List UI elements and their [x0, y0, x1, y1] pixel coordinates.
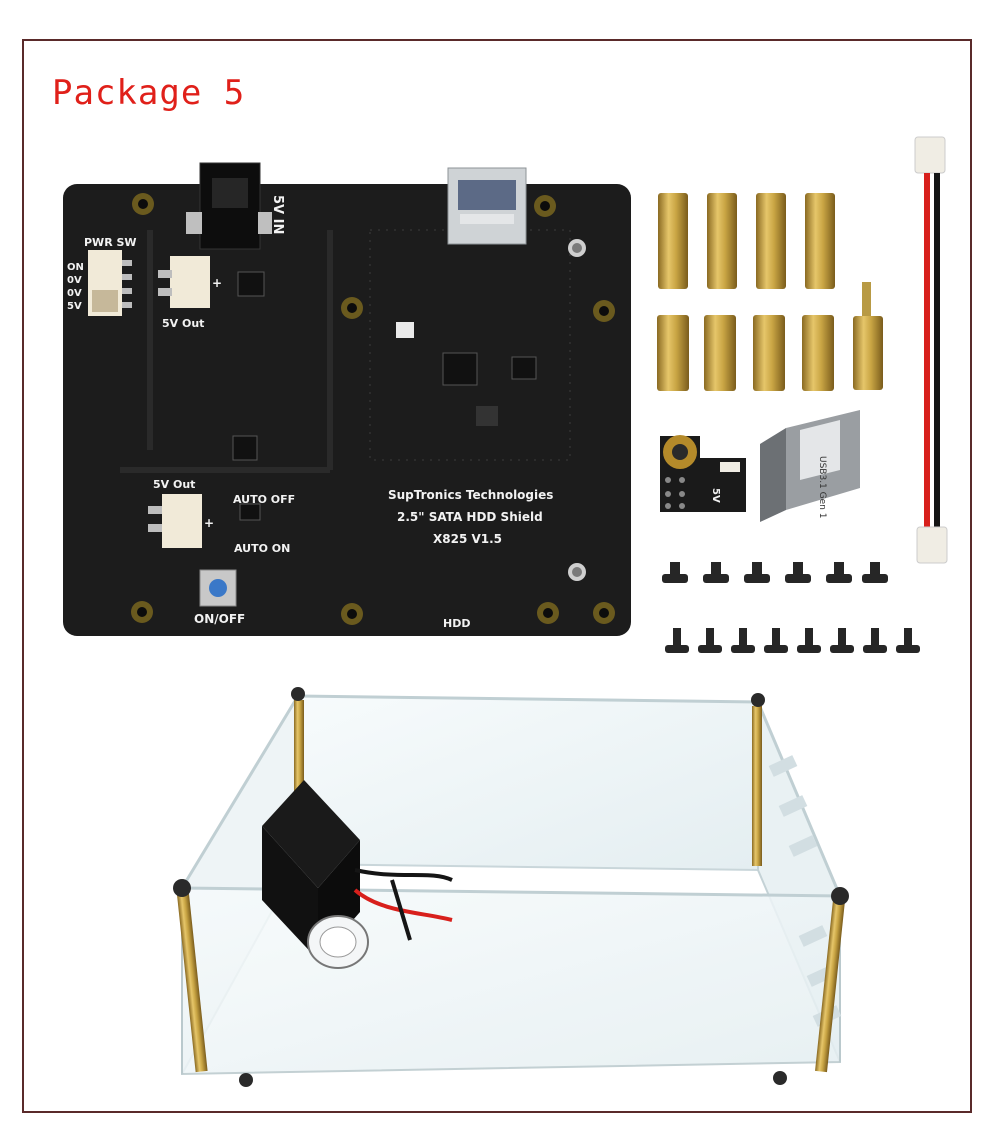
- pin-0v-label-a: 0V: [67, 275, 82, 286]
- pwr-sw-label: PWR SW: [84, 236, 137, 249]
- 5v-out-label-bottom: 5V Out: [153, 478, 195, 491]
- mini-board-label: 5V: [710, 488, 721, 503]
- auto-on-label: AUTO ON: [234, 542, 290, 555]
- on-off-label: ON/OFF: [194, 612, 245, 626]
- usb-a-port: [447, 167, 527, 245]
- package-title: Package 5: [52, 73, 246, 113]
- usb-bridge-label: USB3.1 Gen 1: [817, 456, 827, 518]
- 5v-in-label: 5V IN: [270, 195, 285, 234]
- 5v-out-connector-top: [158, 256, 210, 308]
- cooling-fan: [262, 780, 453, 969]
- hdd-label: HDD: [443, 617, 470, 630]
- mini-power-board: 5V: [660, 435, 746, 512]
- mounting-holes: [131, 193, 615, 625]
- pin-0v-label-b: 0V: [67, 288, 82, 299]
- pwr-switch-connector: [88, 250, 132, 316]
- brand-label: SupTronics Technologies: [388, 488, 553, 502]
- brass-standoffs: [657, 193, 883, 391]
- x825-shield-board: PWR SW ON 0V 0V 5V 5V Out 5V Out 5V IN +…: [63, 162, 631, 636]
- model-description-label: 2.5" SATA HDD Shield: [397, 510, 543, 524]
- on-off-push-button: [199, 569, 237, 607]
- model-label: X825 V1.5: [433, 532, 502, 546]
- pin-on-label: ON: [67, 262, 84, 273]
- 5v-out-connector-bottom: [148, 494, 202, 548]
- ic-chips: [232, 271, 537, 521]
- power-cable: [914, 136, 948, 564]
- usb-bridge-adapter: USB3.1 Gen 1: [760, 410, 860, 522]
- screws: [662, 562, 920, 653]
- plus-sign-top: +: [212, 276, 222, 290]
- pin-5v-label: 5V: [67, 301, 82, 312]
- auto-off-label: AUTO OFF: [233, 493, 295, 506]
- dc-power-jack: [186, 162, 272, 250]
- plus-sign-bottom: +: [204, 516, 214, 530]
- 5v-out-label-top: 5V Out: [162, 317, 204, 330]
